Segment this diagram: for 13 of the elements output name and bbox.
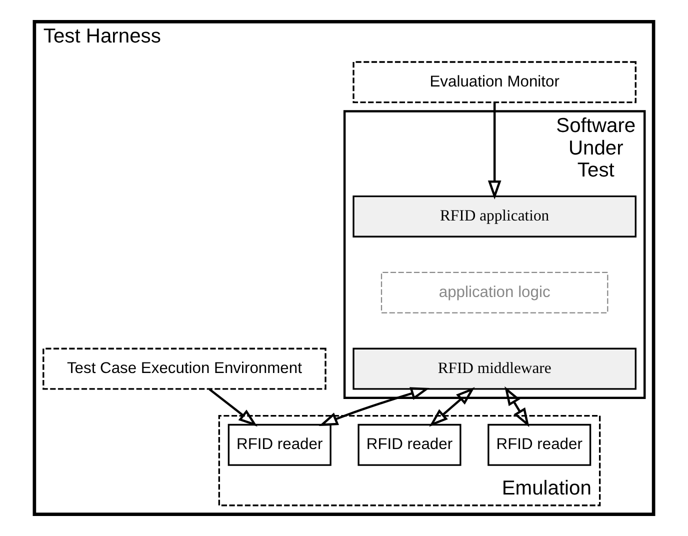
arrow [318, 387, 430, 426]
arrow [504, 386, 530, 428]
node-box: Test Case Execution Environment [42, 348, 326, 390]
node-box: RFID reader [488, 424, 592, 466]
node-box: application logic [380, 272, 608, 314]
node-box: RFID reader [358, 424, 462, 466]
node-box: RFID application [352, 196, 636, 238]
node-box: RFID middleware [352, 348, 636, 390]
arrow [429, 387, 475, 427]
arrow [488, 102, 502, 200]
node-box: Evaluation Monitor [352, 61, 636, 104]
node-box: RFID reader [228, 424, 332, 466]
arrow [208, 388, 258, 427]
